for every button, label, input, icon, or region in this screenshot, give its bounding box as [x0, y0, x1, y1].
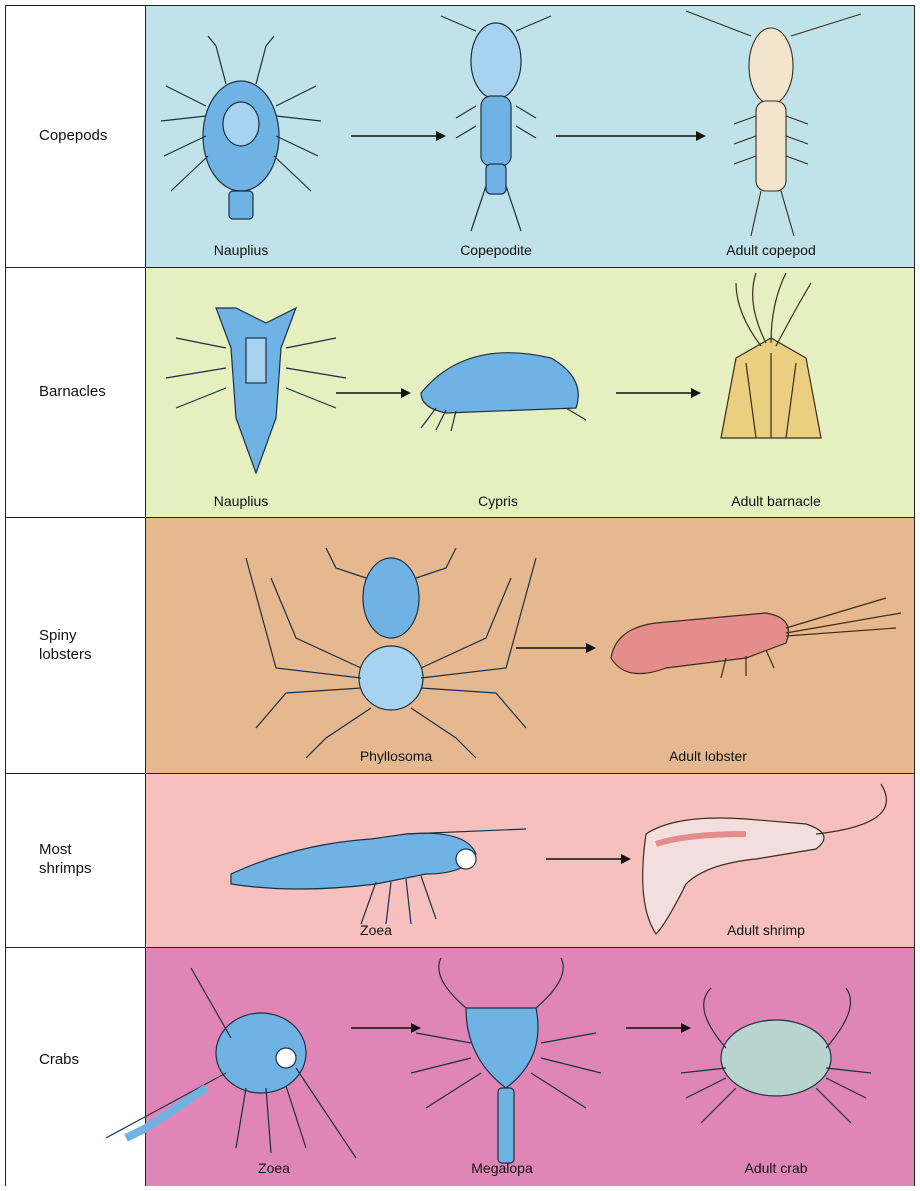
panel-crabs: Zoea Megalopa Adult crab: [146, 948, 914, 1186]
panel-barnacles: Nauplius Cypris Adult barnacle: [146, 268, 914, 517]
group-label-cell: Barnacles: [6, 268, 146, 517]
adult-shrimp-illustration: [643, 784, 887, 934]
row-most-shrimps: Most shrimps Zoea Adult shrimp: [6, 774, 914, 948]
cypris-illustration: [421, 353, 586, 431]
megalopa-illustration: [411, 958, 601, 1163]
spiny-lobsters-illustration: [146, 518, 914, 773]
stage-label-adult-shrimp: Adult shrimp: [727, 922, 805, 938]
stage-label-adult-barnacle: Adult barnacle: [731, 493, 821, 509]
barnacles-illustration: [146, 268, 914, 517]
row-copepods: Copepods: [6, 6, 914, 268]
row-spiny-lobsters: Spiny lobsters: [6, 518, 914, 774]
panel-spiny-lobsters: Phyllosoma Adult lobster: [146, 518, 914, 773]
stage-label-megalopa: Megalopa: [471, 1160, 533, 1176]
group-name-copepods: Copepods: [39, 126, 107, 145]
life-cycle-figure: Copepods: [5, 5, 915, 1186]
adult-crab-illustration: [681, 988, 871, 1123]
group-name-most-shrimps: Most shrimps: [39, 840, 92, 878]
panel-most-shrimps: Zoea Adult shrimp: [146, 774, 914, 947]
group-label-cell: Spiny lobsters: [6, 518, 146, 773]
adult-lobster-illustration: [611, 598, 901, 678]
stage-label-adult-copepod: Adult copepod: [726, 242, 816, 258]
group-label-cell: Crabs: [6, 948, 146, 1186]
group-name-spiny-lobsters: Spiny lobsters: [39, 626, 92, 664]
nauplius-illustration: [166, 308, 346, 473]
copepods-illustration: [146, 6, 914, 267]
phyllosoma-illustration: [246, 548, 536, 758]
stage-label-phyllosoma: Phyllosoma: [360, 748, 432, 764]
group-label-cell: Most shrimps: [6, 774, 146, 947]
stage-label-copepodite: Copepodite: [460, 242, 532, 258]
copepodite-illustration: [441, 16, 551, 231]
stage-label-nauplius: Nauplius: [214, 242, 268, 258]
stage-label-zoea: Zoea: [360, 922, 392, 938]
adult-barnacle-illustration: [721, 273, 821, 438]
row-crabs: Crabs: [6, 948, 914, 1186]
nauplius-illustration: [161, 36, 321, 219]
group-label-cell: Copepods: [6, 6, 146, 267]
group-name-barnacles: Barnacles: [39, 382, 106, 401]
stage-label-nauplius: Nauplius: [214, 493, 268, 509]
stage-label-adult-lobster: Adult lobster: [669, 748, 747, 764]
crabs-illustration: [146, 948, 914, 1185]
panel-copepods: Nauplius Copepodite Adult copepod: [146, 6, 914, 267]
stage-label-cypris: Cypris: [478, 493, 518, 509]
adult-copepod-illustration: [686, 11, 861, 236]
zoea-illustration: [231, 829, 526, 924]
group-name-crabs: Crabs: [39, 1050, 79, 1069]
stage-label-zoea: Zoea: [258, 1160, 290, 1176]
stage-label-adult-crab: Adult crab: [744, 1160, 807, 1176]
row-barnacles: Barnacles: [6, 268, 914, 518]
